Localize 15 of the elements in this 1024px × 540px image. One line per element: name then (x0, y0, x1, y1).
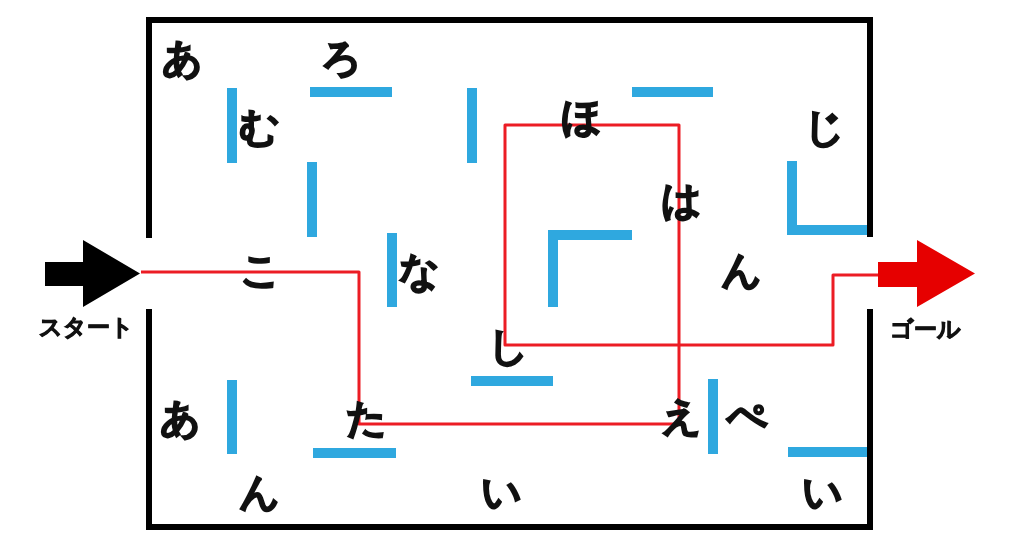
maze-letter: い (801, 472, 843, 512)
maze-letter: ろ (320, 38, 362, 78)
maze-letter: え (660, 396, 702, 436)
maze-letter: ん (238, 472, 280, 512)
maze-letter: な (398, 251, 440, 291)
maze-letter: ぺ (726, 395, 768, 435)
maze-letter: あ (161, 38, 203, 78)
goal-label: ゴール (889, 316, 961, 342)
solution-path (141, 123, 878, 426)
maze-letter: い (480, 472, 522, 512)
maze-letter: あ (159, 398, 201, 438)
maze-letter: む (238, 107, 280, 147)
maze-letter: じ (803, 107, 845, 147)
maze-letter: ん (720, 250, 762, 290)
start-label: スタート (38, 314, 134, 340)
